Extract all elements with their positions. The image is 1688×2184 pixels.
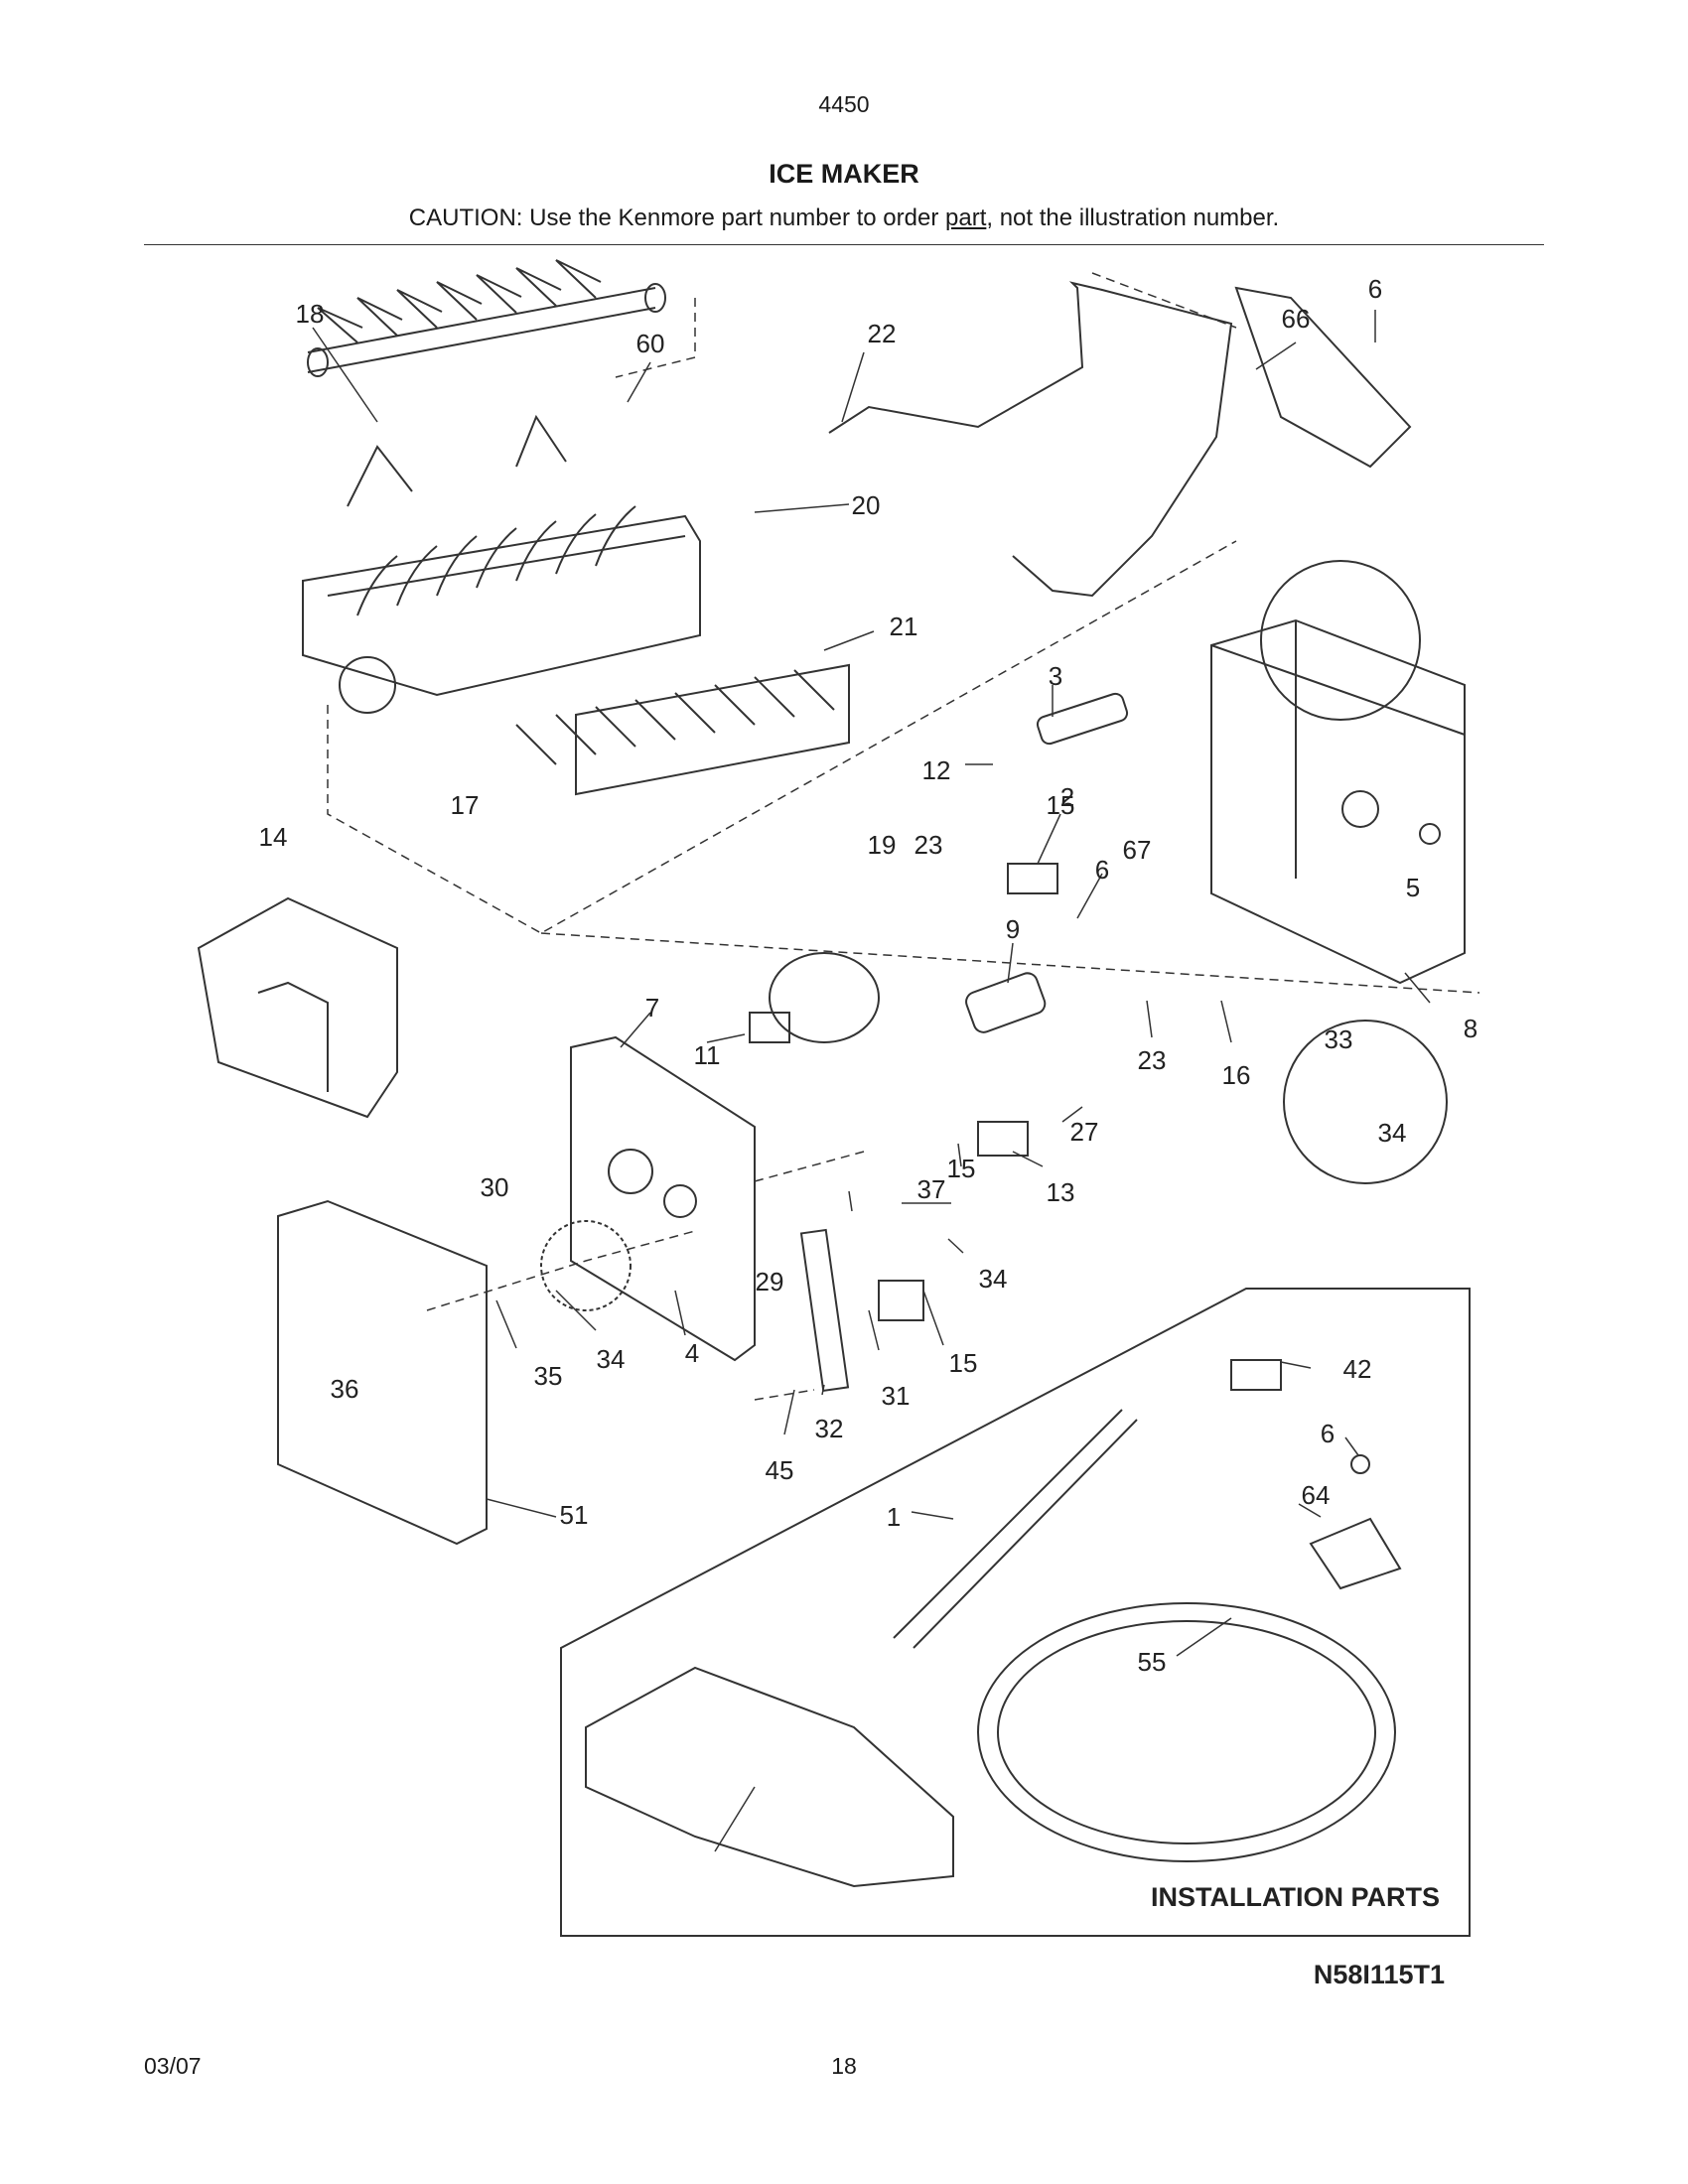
callout-17: 17	[451, 790, 480, 820]
callout-4: 4	[685, 1338, 699, 1368]
part-7-motor	[749, 952, 880, 1043]
part-9-thermostat	[965, 972, 1047, 1033]
callout-29: 29	[756, 1267, 784, 1297]
caution-text-before: CAUTION: Use the Kenmore part number to …	[408, 205, 945, 231]
callout-20: 20	[852, 490, 881, 520]
callout-15: 15	[949, 1348, 978, 1378]
part-18-ejector	[307, 259, 666, 377]
callout-21: 21	[890, 612, 918, 641]
part-42-clamp	[1230, 1359, 1282, 1391]
caution-note: CAUTION: Use the Kenmore part number to …	[0, 205, 1688, 232]
footer-date: 03/07	[144, 2053, 202, 2079]
part-64-clip	[1309, 1517, 1402, 1590]
part-19-shield	[197, 896, 398, 1119]
callout-8: 8	[1464, 1014, 1477, 1043]
callout-6: 6	[1368, 274, 1382, 304]
part-15-switch-c	[878, 1280, 924, 1321]
part-45-screw	[1350, 1454, 1370, 1474]
callout-34: 34	[1378, 1118, 1407, 1148]
callout-15: 15	[947, 1154, 976, 1183]
callout-2: 2	[1060, 782, 1074, 812]
callout-6: 6	[1095, 855, 1109, 885]
callout-55: 55	[1138, 1647, 1167, 1677]
part-5-mounting-plate	[570, 1035, 756, 1362]
part-22-shutoff-arm	[828, 281, 1233, 598]
detail-circle-13	[1283, 1020, 1448, 1184]
drawing-code: N58I115T1	[1314, 1960, 1445, 1989]
part-4-gear	[540, 1220, 632, 1311]
callout-3: 3	[1049, 661, 1062, 691]
callout-33: 33	[1325, 1024, 1353, 1054]
callout-6: 6	[1321, 1419, 1335, 1448]
part-3-heater	[1036, 692, 1129, 746]
callout-18: 18	[296, 299, 325, 329]
detail-circle-12	[1260, 560, 1421, 721]
callout-35: 35	[534, 1361, 563, 1391]
callout-67: 67	[1123, 835, 1152, 865]
callout-64: 64	[1302, 1480, 1331, 1510]
callout-16: 16	[1222, 1060, 1251, 1090]
part-15-switch-b	[977, 1121, 1029, 1157]
part-1-tubing	[977, 1602, 1396, 1862]
part-55-valve	[585, 1666, 954, 1888]
callout-42: 42	[1343, 1354, 1372, 1384]
callout-5: 5	[1406, 873, 1420, 902]
callout-36: 36	[331, 1374, 359, 1404]
callout-37: 37	[917, 1174, 946, 1204]
installation-frame	[560, 1288, 1471, 1937]
part-51-tube	[893, 1409, 1138, 1649]
leader-lines	[312, 310, 1431, 1852]
caution-link-part: part	[945, 205, 987, 231]
callout-9: 9	[1006, 914, 1020, 944]
callout-34: 34	[979, 1264, 1008, 1294]
page-title: ICE MAKER	[769, 159, 919, 189]
callout-32: 32	[815, 1414, 844, 1443]
part-17-mold	[302, 414, 701, 714]
footer-page-number: 18	[831, 2053, 857, 2079]
callout-11: 11	[694, 1040, 721, 1070]
part-66-bracket	[1234, 286, 1412, 469]
callout-27: 27	[1070, 1117, 1099, 1147]
header-divider	[144, 244, 1544, 245]
part-36-cover	[277, 1199, 488, 1546]
installation-parts-label: INSTALLATION PARTS	[1151, 1882, 1440, 1912]
callout-45: 45	[766, 1455, 794, 1485]
callout-60: 60	[636, 329, 665, 358]
callout-66: 66	[1282, 304, 1311, 334]
callout-7: 7	[645, 993, 659, 1023]
callout-19: 19	[868, 830, 897, 860]
assembly-guide-lines	[327, 272, 1480, 1401]
part-15-switch-a	[1007, 863, 1058, 894]
callout-30: 30	[481, 1172, 509, 1202]
callout-1: 1	[887, 1502, 901, 1532]
callout-23: 23	[914, 830, 943, 860]
part-32-lever	[799, 1228, 850, 1393]
callout-13: 13	[1047, 1177, 1075, 1207]
model-number: 4450	[818, 91, 870, 117]
callout-34: 34	[597, 1344, 626, 1374]
part-21-stripper	[515, 663, 850, 796]
part-16-housing	[1210, 618, 1466, 985]
caution-text-after: , not the illustration number.	[986, 205, 1280, 231]
callout-31: 31	[882, 1381, 911, 1411]
callout-14: 14	[259, 822, 288, 852]
callout-15: 15	[1047, 790, 1075, 820]
callout-23: 23	[1138, 1045, 1167, 1075]
callout-12: 12	[922, 755, 951, 785]
callout-51: 51	[560, 1500, 589, 1530]
callout-22: 22	[868, 319, 897, 348]
